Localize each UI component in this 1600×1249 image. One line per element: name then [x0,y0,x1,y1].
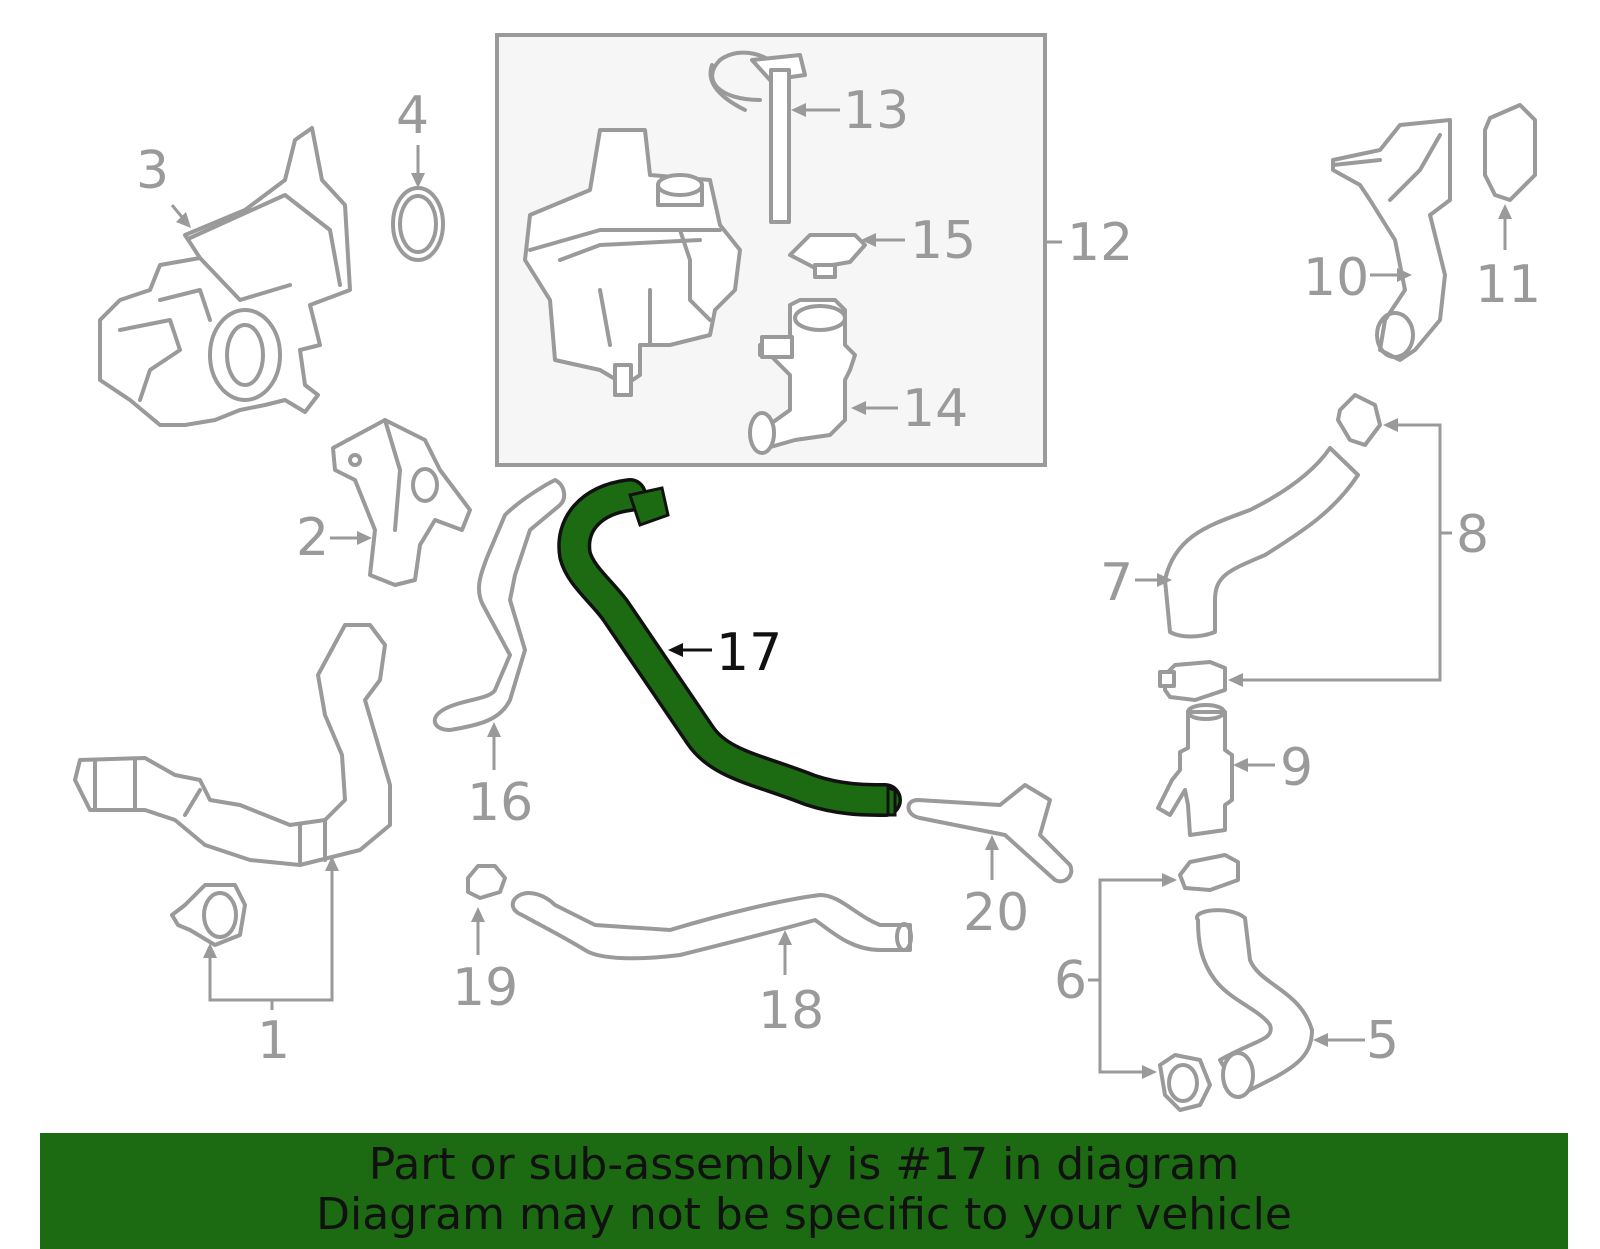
callout-labels: 1 2 3 4 5 6 7 8 9 10 11 12 13 14 15 16 1… [136,81,1541,1071]
callout-12: 12 [1067,213,1133,273]
callout-1: 1 [257,1011,290,1071]
callout-5: 5 [1366,1011,1399,1071]
part-13-vent-hose[interactable] [708,50,807,224]
callout-13: 13 [843,81,909,141]
part-8-clamp-lower[interactable] [1158,660,1227,702]
banner-line-1: Part or sub-assembly is #17 in diagram [368,1139,1240,1190]
part-10-hose[interactable] [1331,118,1452,362]
part-2-thermostat-housing[interactable] [331,418,472,587]
info-banner: Part or sub-assembly is #17 in diagram D… [40,1133,1568,1249]
callout-8: 8 [1456,505,1489,565]
part-18-hose[interactable] [510,891,913,961]
part-1-hose[interactable] [73,623,392,867]
part-19-clamp[interactable] [466,864,507,900]
part-4-o-ring[interactable] [391,186,445,262]
part-9-fitting[interactable] [1156,703,1234,837]
callout-3: 3 [136,141,169,201]
banner-line-2: Diagram may not be specific to your vehi… [316,1189,1292,1240]
callout-4: 4 [396,86,429,146]
part-3-housing[interactable] [98,126,352,427]
callout-16: 16 [467,773,533,833]
part-8-clamp-upper[interactable] [1336,393,1382,447]
callout-9: 9 [1280,738,1313,798]
part-16-hose[interactable] [432,478,567,732]
callout-19: 19 [452,958,518,1018]
callout-10: 10 [1303,248,1369,308]
callout-17: 17 [716,623,782,683]
callout-20: 20 [963,883,1029,943]
part-5-hose[interactable] [1195,908,1314,1099]
part-17-hose-highlighted[interactable] [557,478,902,817]
part-20-pipe[interactable] [906,783,1074,884]
callout-7: 7 [1100,553,1133,613]
callout-14: 14 [902,379,968,439]
callout-11: 11 [1475,255,1541,315]
part-1-clamp[interactable] [170,883,247,947]
leaders [170,103,1512,1079]
callout-18: 18 [758,981,824,1041]
part-12-reservoir[interactable] [523,128,742,397]
part-6-clamp-upper[interactable] [1178,853,1240,892]
part-11-gasket[interactable] [1483,103,1537,202]
part-15-cap[interactable] [788,233,867,279]
callout-2: 2 [296,508,329,568]
callout-15: 15 [910,211,976,271]
callout-6: 6 [1054,951,1087,1011]
part-14-valve[interactable] [748,298,857,455]
part-7-hose[interactable] [1163,446,1360,639]
part-6-clamp-lower[interactable] [1158,1053,1212,1112]
